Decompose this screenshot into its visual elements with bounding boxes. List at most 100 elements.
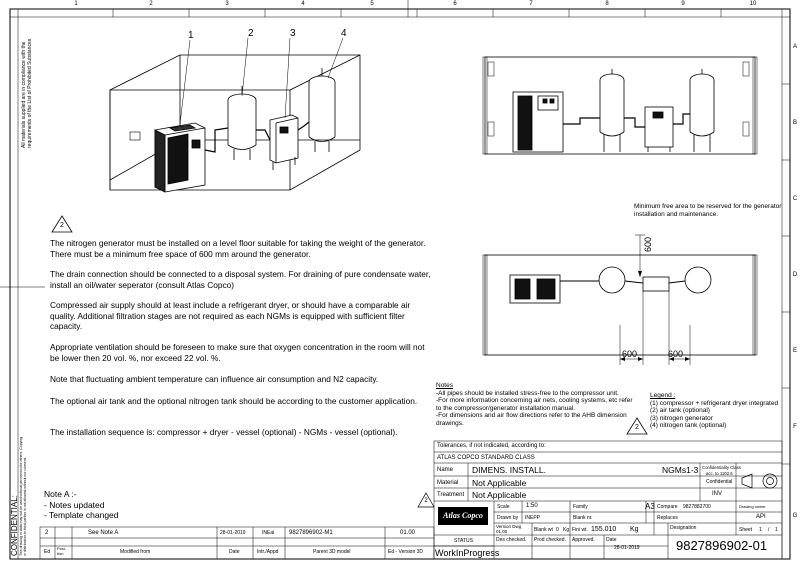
revision-mark-notes: 2 (60, 222, 64, 229)
dimension-600-right: 600 (668, 349, 684, 359)
blank-wt-unit: Kg (563, 527, 570, 533)
blank-nr-label: Blank nr. (573, 515, 593, 521)
fini-wt-unit: Kg (630, 526, 639, 533)
standard-class: ATLAS COPCO STANDARD CLASS (437, 455, 535, 461)
legend-title: Legend : (650, 392, 676, 399)
note-a-item: - Template changed (44, 510, 119, 520)
rev-parent: 9827896902-M1 (289, 530, 333, 536)
legend-item: (2) air tank (optional) (650, 407, 710, 415)
scale-label: Scale (497, 504, 510, 510)
note-2: The drain connection should be connected… (50, 269, 431, 290)
dimension-600-left: 600 (622, 349, 638, 359)
grid-col-5: 5 (370, 1, 374, 7)
pipe-note-line: -For more information concerning air net… (436, 397, 633, 405)
rev-header-position: Posi-tion (57, 546, 67, 556)
approved-label: Approved. (572, 537, 595, 543)
family-label: Family (573, 504, 588, 510)
blank-wt-label: Blank wt (534, 527, 553, 533)
date-value: 28-01-2019 (614, 545, 640, 551)
sheet-value: 1 (759, 527, 762, 533)
note-1: The nitrogen generator must be installed… (50, 238, 426, 259)
legend-item: (4) nitrogen tank (optional) (650, 422, 727, 430)
sheet-label: Sheet (739, 527, 753, 533)
grid-col-3: 3 (225, 1, 229, 7)
grid-col-6: 6 (453, 1, 457, 7)
pipe-notes: Notes -All pipes should be installed str… (436, 382, 636, 428)
rev-header-date: Date (229, 549, 240, 555)
rev-intr: INEal (262, 530, 275, 536)
treatment-value: Not Applicable (472, 490, 527, 500)
scale-value: 1:50 (526, 503, 538, 509)
material-value: Not Applicable (472, 478, 527, 488)
grid-row-g: G (792, 513, 798, 519)
front-view (482, 56, 758, 155)
free-area-note: Minimum free area to be reserved for the… (634, 203, 782, 218)
revision-mark-title-block: 2 (424, 498, 428, 504)
callout-1: 1 (188, 30, 194, 41)
revision-mark-legend: 2 (635, 424, 639, 431)
version-value: 01.00 (496, 529, 508, 534)
grid-col-9: 9 (681, 1, 685, 7)
rev-ed-version: 01.00 (400, 530, 416, 536)
grid-row-e: E (792, 348, 797, 354)
replaces-label: Replaces (657, 515, 678, 521)
grid-col-1: 1 (74, 1, 78, 7)
grid-row-b: B (792, 120, 797, 126)
grid-row-a: A (792, 44, 797, 50)
revision-triangle-notes (51, 215, 73, 233)
grid-row-c: C (792, 196, 798, 202)
atlas-copco-logo: Atlas Copco (438, 507, 488, 525)
date-label: Date (606, 537, 617, 543)
rev-modified-from: See Note A (88, 530, 119, 536)
sheet-total: 1 (775, 527, 778, 533)
designation-label: Designation (670, 525, 697, 531)
pipe-note-line: -For dimensions and air flow directions … (436, 412, 627, 420)
name-value: DIMENS. INSTALL. (472, 465, 546, 475)
pipe-notes-title: Notes (436, 382, 453, 389)
prod-checked-label: Prod checked. (534, 537, 566, 543)
note-7: The installation sequence is: compressor… (50, 427, 398, 437)
rev-header-ed: Ed (44, 549, 51, 555)
pipe-note-line: -All pipes should be installed stress-fr… (436, 389, 619, 397)
rev-header-intr: Intr./Appd (257, 549, 279, 555)
des-checked-label: Des checked. (496, 537, 527, 543)
callout-2: 2 (248, 28, 254, 39)
note-4: Appropriate ventilation should be forese… (50, 342, 425, 363)
conf-class-label: Confidentiality Class (702, 465, 741, 470)
rev-header-parent: Parent 3D model (313, 549, 351, 555)
grid-col-8: 8 (605, 1, 609, 7)
rev-header-ed-version: Ed - Version 3D (388, 549, 424, 555)
grid-col-4: 4 (301, 1, 305, 7)
note-3: Compressed air supply should at least in… (50, 300, 411, 331)
note-a: Note A :- - Notes updated - Template cha… (44, 489, 119, 521)
fini-wt-label: Fini wt. (572, 527, 588, 533)
conf-class-sub: acc. to 1102.6 (706, 471, 733, 476)
plan-view (482, 234, 758, 365)
rev-date: 28-01-2019 (220, 530, 246, 536)
tolerances-label: Tolerances, if not indicated, according … (437, 443, 546, 449)
callout-3: 3 (290, 28, 296, 39)
status-value: WorkInProgress (435, 548, 500, 558)
material-label: Material (437, 480, 459, 486)
note-a-title: Note A :- (44, 489, 77, 499)
revision-triangle-legend (626, 417, 648, 435)
note-5: Note that fluctuating ambient temperatur… (50, 374, 379, 384)
grid-col-10: 10 (749, 1, 757, 7)
legend-item: (1) compressor + refrigerant dryer integ… (650, 399, 779, 407)
note-6: The optional air tank and the optional n… (50, 396, 418, 406)
version-label: Version Dwg (496, 524, 522, 529)
sheet-separator: / (768, 527, 770, 533)
drawn-by-label: Drawn by (497, 515, 519, 521)
grid-col-2: 2 (149, 1, 153, 7)
grid-row-f: F (793, 424, 797, 430)
conf-class-value: Confidential (706, 479, 733, 485)
pipe-note-line: drawings. (436, 419, 464, 427)
drawing-owner-label: Drawing owner (739, 504, 766, 509)
drawing-number: 9827896902-01 (676, 538, 768, 553)
inv-label: INV (712, 491, 723, 497)
paper-size: A3 (645, 502, 655, 511)
drawing-owner-value: API (756, 514, 766, 520)
fini-wt-value: 155.010 (591, 526, 617, 533)
legend: Legend : (1) compressor + refrigerant dr… (650, 392, 785, 430)
